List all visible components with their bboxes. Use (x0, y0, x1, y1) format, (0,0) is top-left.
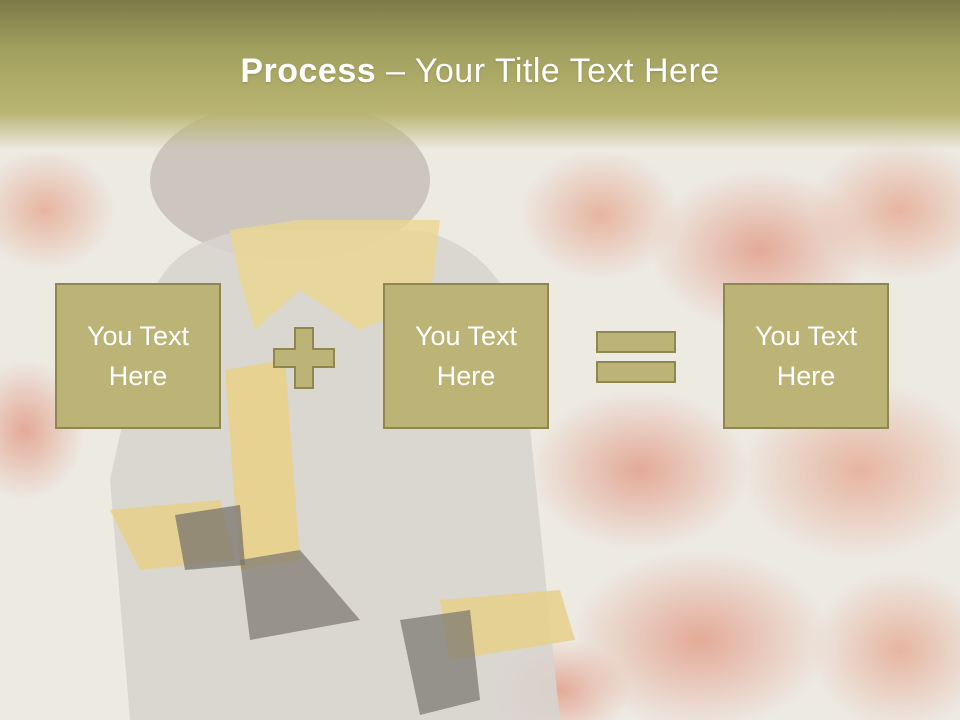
text-box-1-label: You Text Here (86, 321, 190, 391)
title-band (0, 0, 960, 150)
text-box-1[interactable]: You Text Here (55, 283, 221, 429)
text-box-3-label: You Text Here (754, 321, 858, 391)
plus-icon (273, 327, 335, 389)
title-rest: – Your Title Text Here (376, 52, 720, 90)
equals-icon (596, 331, 676, 383)
text-box-2[interactable]: You Text Here (383, 283, 549, 429)
title-bold: Process (240, 52, 377, 90)
text-box-2-label: You Text Here (414, 321, 518, 391)
slide-title: Process – Your Title Text Here (0, 52, 960, 91)
text-box-3[interactable]: You Text Here (723, 283, 889, 429)
